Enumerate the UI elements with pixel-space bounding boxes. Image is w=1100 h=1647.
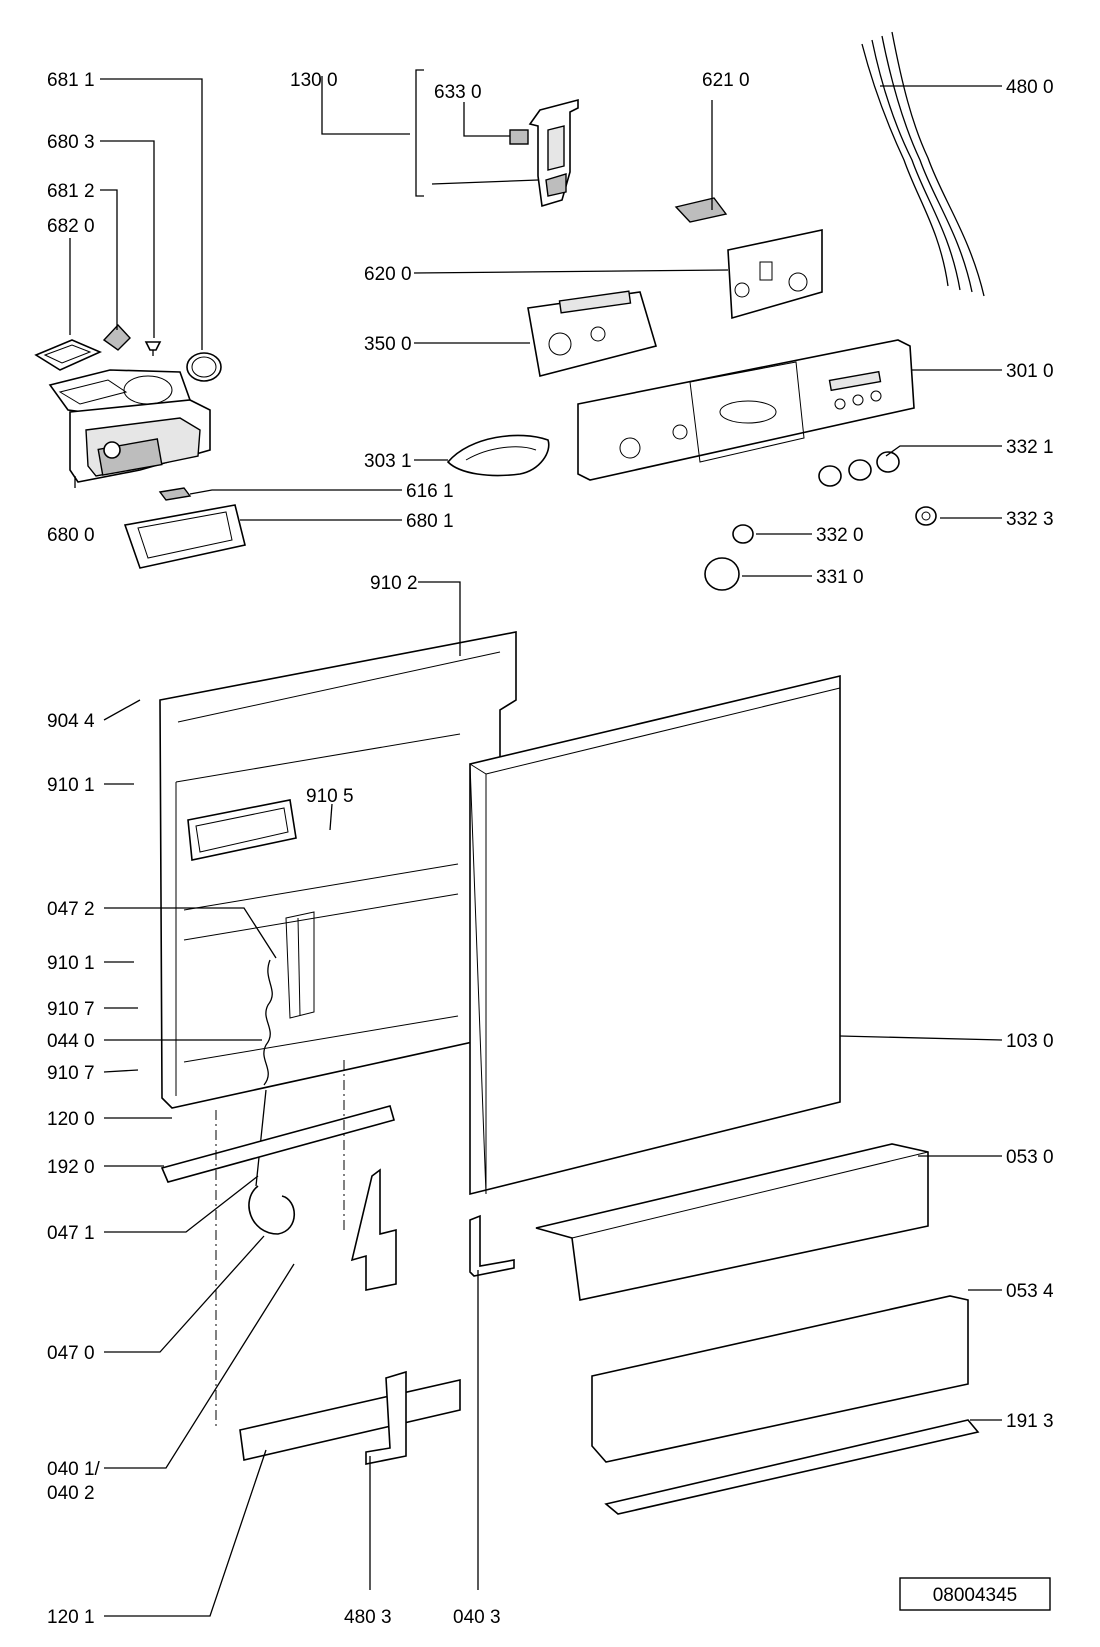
drawing-number: 08004345 bbox=[933, 1585, 1018, 1606]
buttons-part bbox=[704, 451, 937, 591]
label-682-0: 682 0 bbox=[47, 216, 95, 237]
label-332-0: 332 0 bbox=[816, 525, 864, 546]
microswitch-part bbox=[509, 129, 529, 145]
label-053-4: 053 4 bbox=[1006, 1281, 1054, 1302]
label-681-1: 681 1 bbox=[47, 70, 95, 91]
label-192-0: 192 0 bbox=[47, 1157, 95, 1178]
label-680-0: 680 0 bbox=[47, 525, 95, 546]
clip-part bbox=[158, 487, 192, 501]
knob-part bbox=[144, 341, 162, 356]
label-621-0: 621 0 bbox=[702, 70, 750, 91]
label-910-5: 910 5 bbox=[306, 786, 354, 807]
label-331-0: 331 0 bbox=[816, 567, 864, 588]
label-480-0: 480 0 bbox=[1006, 77, 1054, 98]
door-seal-strip-part bbox=[160, 1105, 395, 1183]
label-044-0: 044 0 bbox=[47, 1031, 95, 1052]
label-103-0: 103 0 bbox=[1006, 1031, 1054, 1052]
label-904-4: 904 4 bbox=[47, 711, 95, 732]
label-910-7-upper: 910 7 bbox=[47, 999, 95, 1020]
label-040-1: 040 1/ bbox=[47, 1459, 101, 1480]
label-053-0: 053 0 bbox=[1006, 1147, 1054, 1168]
door-lock-part bbox=[528, 98, 579, 208]
label-040-2: 040 2 bbox=[47, 1483, 95, 1504]
label-910-7-lower: 910 7 bbox=[47, 1063, 95, 1084]
label-047-2: 047 2 bbox=[47, 899, 95, 920]
kick-panel-part bbox=[591, 1295, 969, 1463]
label-910-2: 910 2 bbox=[370, 573, 418, 594]
seal-ring-part bbox=[186, 352, 222, 382]
dispenser-assembly-part bbox=[48, 369, 211, 483]
label-620-0: 620 0 bbox=[364, 264, 412, 285]
label-910-1-lower: 910 1 bbox=[47, 953, 95, 974]
inner-door-panel-part bbox=[159, 631, 517, 1109]
sensor-part bbox=[674, 197, 728, 223]
gasket-frame-part bbox=[34, 339, 102, 371]
label-332-3: 332 3 bbox=[1006, 509, 1054, 530]
dispenser-gasket-part bbox=[123, 504, 246, 569]
label-120-0: 120 0 bbox=[47, 1109, 95, 1130]
control-board-part bbox=[727, 229, 823, 320]
leader-lines bbox=[69, 69, 1003, 1617]
kick-plate-bracket-part bbox=[535, 1143, 929, 1301]
drawing-number-box bbox=[899, 1577, 1051, 1611]
label-301-0: 301 0 bbox=[1006, 361, 1054, 382]
cap-part bbox=[102, 323, 131, 351]
label-680-1: 680 1 bbox=[406, 511, 454, 532]
bottom-strip-part bbox=[604, 1419, 980, 1515]
label-303-1: 303 1 bbox=[364, 451, 412, 472]
door-cable-hook-part bbox=[248, 1185, 295, 1235]
cable-guide-part bbox=[365, 1370, 407, 1465]
power-board-part bbox=[527, 290, 658, 377]
label-040-3: 040 3 bbox=[453, 1607, 501, 1628]
label-130-0: 130 0 bbox=[290, 70, 338, 91]
label-480-3: 480 3 bbox=[344, 1607, 392, 1628]
label-681-2: 681 2 bbox=[47, 181, 95, 202]
label-633-0: 633 0 bbox=[434, 82, 482, 103]
label-332-1: 332 1 bbox=[1006, 437, 1054, 458]
label-616-1: 616 1 bbox=[406, 481, 454, 502]
label-350-0: 350 0 bbox=[364, 334, 412, 355]
door-spring-part bbox=[255, 959, 273, 1187]
outer-door-part bbox=[469, 674, 841, 1196]
label-680-3: 680 3 bbox=[47, 132, 95, 153]
wiring-harness-part bbox=[861, 31, 985, 297]
label-120-1: 120 1 bbox=[47, 1607, 95, 1628]
control-panel-fascia-part bbox=[577, 339, 915, 481]
label-047-0: 047 0 bbox=[47, 1343, 95, 1364]
plinth-bracket-part bbox=[469, 1214, 515, 1277]
handle-part bbox=[446, 434, 550, 477]
hinge-bracket-part bbox=[350, 1168, 397, 1291]
label-047-1: 047 1 bbox=[47, 1223, 95, 1244]
label-910-1-upper: 910 1 bbox=[47, 775, 95, 796]
lower-trim-part bbox=[239, 1378, 461, 1461]
label-191-3: 191 3 bbox=[1006, 1411, 1054, 1432]
